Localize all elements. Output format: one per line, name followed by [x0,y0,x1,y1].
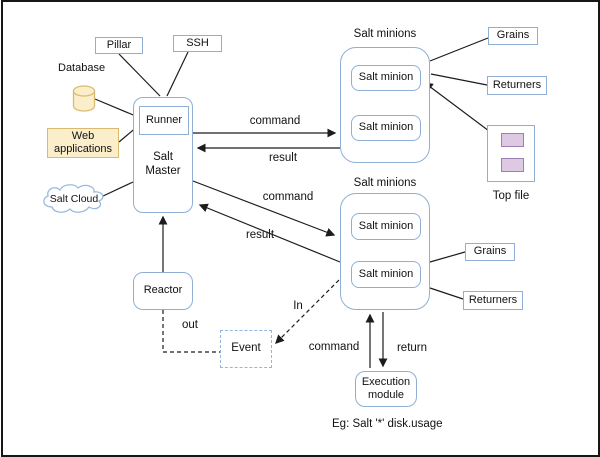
edge-label-return: return [396,342,428,354]
node-salt-minion-3: Salt minion [351,213,421,240]
edge-minions2-grains [429,251,466,263]
edge-ssh-master [166,51,189,97]
ssh-label: SSH [186,36,209,49]
edge-label-command-3: command [308,341,360,353]
edge-minions2-event-in-dashed [275,279,340,344]
edge-label-out: out [182,319,198,331]
edge-label-command-2: command [262,191,314,203]
top-file-entry-icon [501,158,524,172]
edge-topfile-minion-arrow [423,82,498,138]
node-salt-minion-4: Salt minion [351,261,421,288]
node-grains-1: Grains [488,27,538,45]
top-file-label: Top file [492,190,530,202]
event-label: Event [231,342,261,355]
edge-command-master-minions2 [192,180,336,237]
grains-label: Grains [473,245,507,258]
web-applications-label: Web applications [53,129,113,155]
grains-label: Grains [496,29,530,42]
node-ssh: SSH [173,35,222,52]
salt-minions-group2-label: Salt minions [353,177,417,189]
salt-master-label: Salt Master [145,151,181,177]
edge-minions2-returners [429,287,464,300]
pillar-label: Pillar [106,38,132,51]
execution-module-label: Execution module [361,375,411,401]
edge-minions1-grains [429,37,489,62]
edge-label-in: In [293,300,303,312]
node-returners-2: Returners [463,291,523,310]
node-salt-minions-group2: Salt minion Salt minion [340,193,430,310]
salt-minion-label: Salt minion [358,71,414,84]
edge-reactor-event-out-dashed [162,310,221,353]
node-salt-master: Runner Salt Master [133,97,193,213]
database-label: Database [58,62,106,74]
salt-minions-group1-label: Salt minions [353,28,417,40]
returners-label: Returners [468,293,518,306]
example-caption: Eg: Salt '*' disk.usage [332,418,443,430]
edge-label-result-1: result [268,152,298,164]
runner-label: Runner [145,113,183,126]
node-web-applications: Web applications [47,128,119,158]
reactor-label: Reactor [143,284,183,297]
returners-label: Returners [492,78,542,91]
salt-cloud-shape [43,184,104,213]
edge-result-minions2-master [198,203,341,263]
salt-minion-label: Salt minion [358,219,414,232]
salt-cloud-label: Salt Cloud [49,193,99,205]
database-cylinder-icon [72,85,96,112]
node-runner: Runner [139,106,189,135]
node-event: Event [220,330,272,368]
edge-database-runner [94,98,139,118]
node-salt-minion-1: Salt minion [351,65,421,91]
salt-minion-label: Salt minion [358,121,414,134]
node-salt-minions-group1: Salt minion Salt minion [340,47,430,163]
node-salt-minion-2: Salt minion [351,115,421,141]
node-top-file [487,125,535,182]
node-reactor: Reactor [133,272,193,310]
edge-label-result-2: result [245,229,275,241]
node-pillar: Pillar [95,37,143,54]
edge-minions1-returners [430,73,488,86]
edge-pillar-master [118,53,161,97]
salt-minion-label: Salt minion [358,267,414,280]
node-returners-1: Returners [487,76,547,95]
node-execution-module: Execution module [355,371,417,407]
node-grains-2: Grains [465,243,515,261]
top-file-entry-icon [501,133,524,147]
edge-saltcloud-master [100,181,134,198]
edge-label-command-1: command [249,115,301,127]
